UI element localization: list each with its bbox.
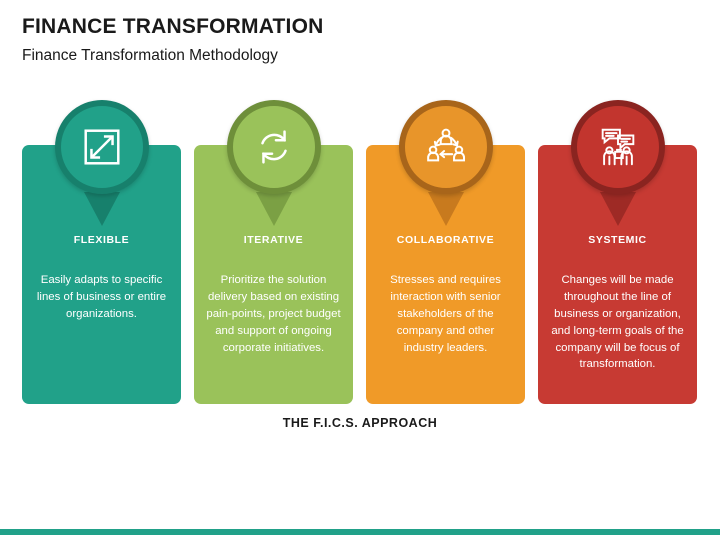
column-label: COLLABORATIVE: [396, 234, 495, 246]
business-people-chat-icon: [595, 124, 641, 170]
page-subtitle: Finance Transformation Methodology: [22, 47, 278, 65]
methodology-columns: FLEXIBLE Easily adapts to specific lines…: [22, 100, 698, 410]
pointer-systemic: [599, 192, 636, 226]
page-title: FINANCE TRANSFORMATION: [22, 15, 324, 38]
column-systemic[interactable]: SYSTEMIC Changes will be made throughout…: [538, 100, 697, 410]
column-description: Prioritize the solution delivery based o…: [206, 274, 341, 354]
column-flexible[interactable]: FLEXIBLE Easily adapts to specific lines…: [22, 100, 181, 410]
column-description: Stresses and requires interaction with s…: [390, 274, 501, 354]
column-description: Changes will be made throughout the line…: [551, 274, 684, 371]
column-description: Easily adapts to specific lines of busin…: [36, 274, 167, 320]
badge-systemic: [570, 100, 665, 194]
resize-expand-icon: [79, 124, 125, 170]
badge-collaborative: [398, 100, 493, 194]
pointer-iterative: [255, 192, 292, 226]
badge-flexible: [54, 100, 149, 194]
column-label: ITERATIVE: [243, 234, 304, 246]
badge-iterative: [226, 100, 321, 194]
column-iterative[interactable]: ITERATIVE Prioritize the solution delive…: [194, 100, 353, 410]
bottom-accent-bar: [0, 529, 720, 535]
header: FINANCE TRANSFORMATION Finance Transform…: [22, 14, 682, 66]
footer-caption: THE F.I.C.S. APPROACH: [282, 416, 438, 430]
refresh-cycle-icon: [251, 124, 297, 170]
column-collaborative[interactable]: COLLABORATIVE Stresses and requires inte…: [366, 100, 525, 410]
people-network-icon: [423, 124, 469, 170]
pointer-flexible: [83, 192, 120, 226]
column-label: SYSTEMIC: [588, 234, 647, 246]
column-label: FLEXIBLE: [73, 234, 130, 246]
pointer-collaborative: [427, 192, 464, 226]
